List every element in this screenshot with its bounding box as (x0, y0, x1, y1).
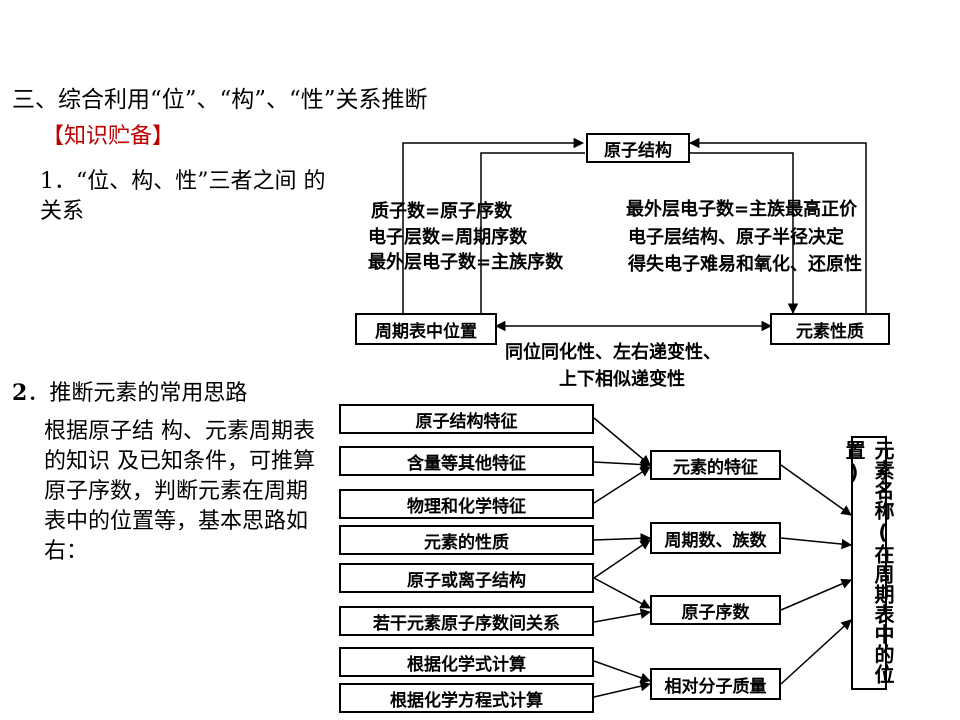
input-box-2: 含量等其他特征 (339, 446, 594, 476)
relation-label-4: 最外层电子数=主族最高正价 (626, 199, 858, 220)
relation-label-2: 电子层数=周期序数 (368, 227, 528, 248)
section-heading: 三、综合利用“位”、“构”、“性”关系推断 (12, 87, 428, 113)
relation-label-1: 质子数=原子序数 (371, 201, 513, 222)
middle-box-4: 相对分子质量 (650, 668, 781, 700)
middle-box-1: 元素的特征 (650, 450, 781, 480)
element-property-box: 元素性质 (770, 313, 890, 345)
relation-label-5: 电子层结构、原子半径决定 (628, 227, 844, 248)
point-2-title: 2．推断元素的常用思路 (12, 375, 247, 407)
input-box-6: 若干元素原子序数间关系 (339, 606, 594, 636)
relation-label-6: 得失电子难易和氧化、还原性 (628, 254, 862, 275)
loop-left-inner (480, 152, 585, 313)
loop-right-inner (690, 152, 799, 315)
periodic-position-box: 周期表中位置 (355, 313, 497, 345)
relation-label-3: 最外层电子数=主族序数 (368, 252, 564, 273)
loop-right-outer (688, 137, 867, 313)
middle-box-3: 原子序数 (650, 595, 781, 625)
trend-label-1: 同位同化性、左右递变性、 (505, 342, 721, 363)
atomic-structure-box: 原子结构 (586, 133, 690, 163)
result-box: 元素名称(在周期表中的位置) (842, 436, 895, 690)
point-2-body: 根据原子结 构、元素周期表的知识 及已知条件，可推算原子序数，判断元素在周期表中… (44, 419, 315, 564)
input-box-1: 原子结构特征 (339, 404, 594, 434)
trend-label-2: 上下相似递变性 (559, 369, 685, 390)
input-box-3: 物理和化学特征 (339, 489, 594, 519)
input-box-7: 根据化学式计算 (339, 647, 594, 677)
input-box-4: 元素的性质 (339, 525, 594, 555)
point-1-text: 1．“位、构、性”三者之间 的关系 (40, 169, 326, 224)
middle-box-2: 周期数、族数 (650, 522, 781, 554)
point-2-title-text: ．推断元素的常用思路 (27, 381, 248, 406)
point-2-number: 2 (12, 380, 28, 406)
knowledge-label: 【知识贮备】 (42, 124, 175, 149)
input-box-8: 根据化学方程式计算 (339, 683, 594, 713)
input-box-5: 原子或离子结构 (339, 563, 594, 593)
loop-left-outer (402, 137, 585, 313)
